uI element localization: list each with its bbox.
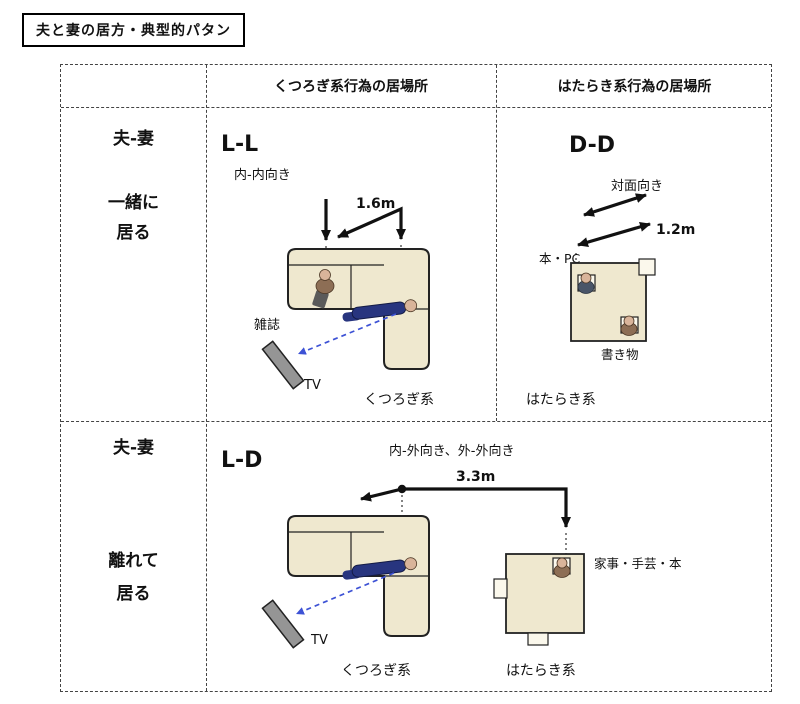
work-table [493,553,585,646]
work-table [570,258,656,342]
grid-line [61,421,771,422]
distance-arrow [360,487,571,528]
pattern-code: L-L [221,132,258,157]
row-label-state: 一緒に [108,193,159,214]
grid-line [206,65,207,691]
pattern-code: L-D [221,448,262,473]
magazine-label: 雑誌 [254,317,280,333]
row-label-state: 居る [116,584,151,605]
tv-label: TV [310,633,328,648]
magazine-icon [312,290,329,309]
person-husband [577,272,595,294]
category-label-relax: くつろぎ系 [341,663,411,679]
person-wife [620,315,638,336]
person-wife [553,557,571,578]
distance-arrow [577,222,651,247]
tv-icon [261,599,305,649]
tv-icon [261,340,305,390]
diagram-dd: D-D 対面向き 1.2m 本・PC 書き物 はたらき系 [526,133,695,408]
column-header-work: はたらき系行為の居場所 [557,79,712,95]
pattern-code: D-D [569,133,615,158]
distance-label: 1.6m [356,196,395,212]
row-label-apart: 夫-妻 離れて 居る [61,421,206,693]
grid-line [61,107,771,108]
row-label-state: 離れて [108,551,159,572]
row-label-state: 居る [116,223,151,244]
distance-label: 1.2m [656,222,695,238]
facing-arrow [583,193,647,217]
category-label-work: はたらき系 [506,663,576,679]
diagram-ld: L-D 内-外向き、外-外向き 3.3m [221,443,682,679]
facing-label: 内-内向き [234,167,291,183]
row-label-who: 夫-妻 [112,438,155,458]
distance-arrow [337,206,406,240]
facing-label: 内-外向き、外-外向き [389,443,514,459]
activity-label: 家事・手芸・本 [594,556,682,571]
pattern-table: くつろぎ系行為の居場所 はたらき系行為の居場所 夫-妻 一緒に 居る 夫-妻 離… [60,64,772,692]
page-title: 夫と妻の居方・典型的パタン [22,13,245,47]
grid-line [496,65,497,421]
category-label: くつろぎ系 [364,392,434,408]
category-label: はたらき系 [526,392,596,408]
diagram-ll: L-L 内-内向き 1.6m [221,132,434,408]
row-label-together: 夫-妻 一緒に 居る [61,107,206,421]
column-header-relax: くつろぎ系行為の居場所 [274,79,428,95]
position-dot [397,484,407,494]
writing-label: 書き物 [601,347,639,362]
person-wife [312,269,335,309]
facing-label: 対面向き [611,178,663,194]
row-label-who: 夫-妻 [112,129,155,149]
tv-label: TV [303,378,321,393]
distance-label: 3.3m [456,469,495,485]
